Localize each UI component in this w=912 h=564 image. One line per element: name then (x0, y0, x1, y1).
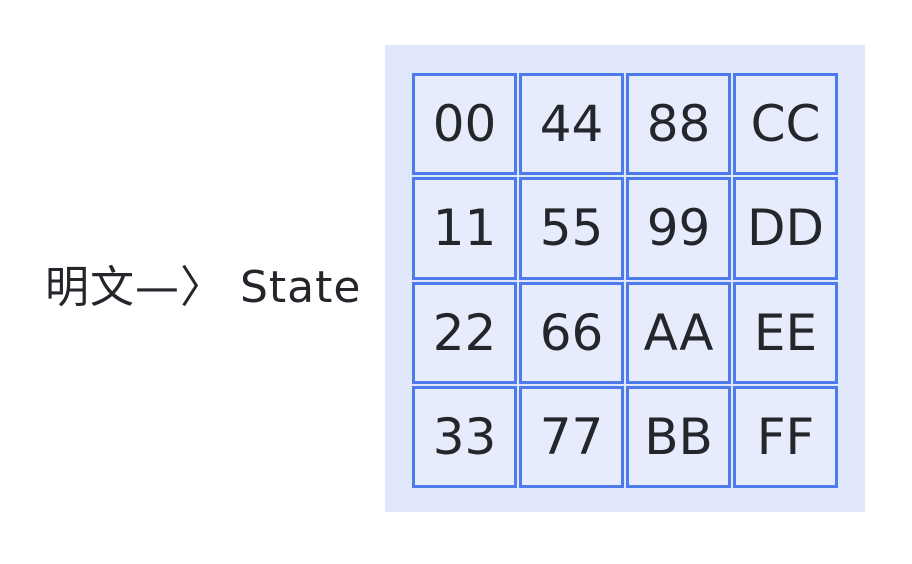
state-cell-r1c2: 99 (626, 177, 731, 280)
state-cell-r1c1: 55 (519, 177, 624, 280)
state-cell-r3c0: 33 (412, 385, 517, 488)
state-cell-r2c0: 22 (412, 281, 517, 384)
state-cell-r2c1: 66 (519, 281, 624, 384)
state-cell-r2c2: AA (626, 281, 731, 384)
state-cell-r3c1: 77 (519, 385, 624, 488)
state-cell-r1c0: 11 (412, 177, 517, 280)
plaintext-to-state-label: 明文—〉 State (45, 262, 362, 313)
state-cell-r2c3: EE (733, 281, 838, 384)
state-cell-r3c3: FF (733, 385, 838, 488)
state-cell-r3c2: BB (626, 385, 731, 488)
state-cell-r0c3: CC (733, 73, 838, 176)
state-cell-r0c0: 00 (412, 73, 517, 176)
state-cell-r0c1: 44 (519, 73, 624, 176)
state-cell-r1c3: DD (733, 177, 838, 280)
state-cell-r0c2: 88 (626, 73, 731, 176)
